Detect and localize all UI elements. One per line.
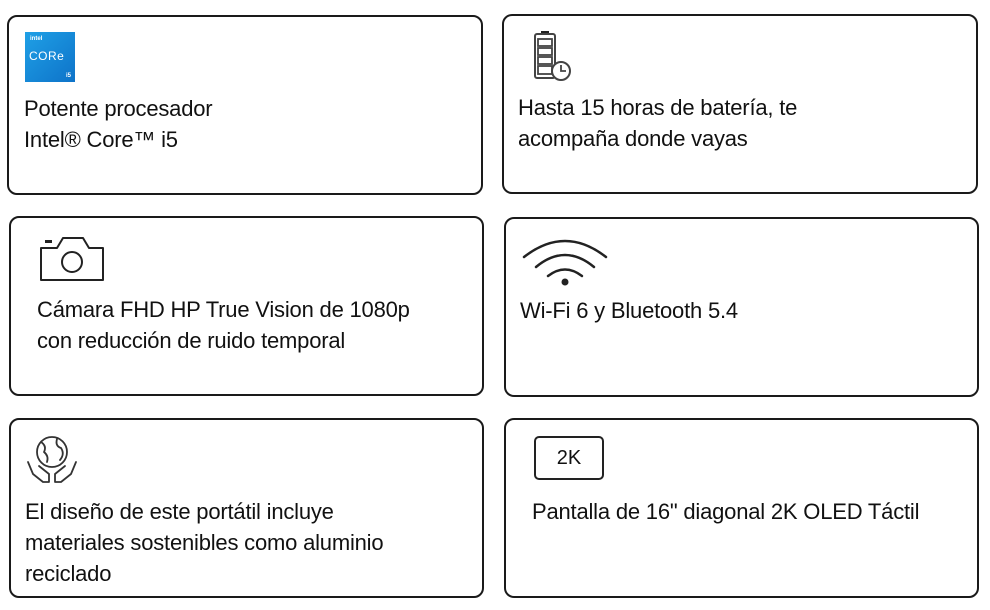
feature-card-battery: Hasta 15 horas de batería, te acompaña d… <box>502 14 978 194</box>
feature-card-camera: Cámara FHD HP True Vision de 1080p con r… <box>9 216 484 396</box>
feature-line: reciclado <box>25 561 112 586</box>
feature-line: Wi-Fi 6 y Bluetooth 5.4 <box>520 298 738 323</box>
feature-line: Pantalla de 16" diagonal 2K OLED Táctil <box>532 499 920 524</box>
feature-line: Potente procesador <box>24 96 213 121</box>
feature-text: El diseño de este portátil incluye mater… <box>25 496 384 589</box>
2k-display-icon: 2K <box>534 436 604 480</box>
feature-card-processor: intel CORe i5 Potente procesador Intel® … <box>7 15 483 195</box>
camera-icon <box>40 237 104 281</box>
feature-line: Intel® Core™ i5 <box>24 127 178 152</box>
feature-line: materiales sostenibles como aluminio <box>25 530 384 555</box>
feature-text: Cámara FHD HP True Vision de 1080p con r… <box>37 294 410 356</box>
feature-text: Wi-Fi 6 y Bluetooth 5.4 <box>520 295 738 326</box>
feature-line: Hasta 15 horas de batería, te <box>518 95 798 120</box>
2k-label: 2K <box>556 446 582 469</box>
feature-card-display: 2K Pantalla de 16" diagonal 2K OLED Táct… <box>504 418 979 598</box>
feature-line: acompaña donde vayas <box>518 126 748 151</box>
feature-card-sustainability: El diseño de este portátil incluye mater… <box>9 418 484 598</box>
battery-clock-icon <box>534 31 571 81</box>
feature-text: Pantalla de 16" diagonal 2K OLED Táctil <box>532 496 920 527</box>
feature-text: Potente procesador Intel® Core™ i5 <box>24 93 213 155</box>
feature-text: Hasta 15 horas de batería, te acompaña d… <box>518 92 797 154</box>
feature-line: El diseño de este portátil incluye <box>25 499 334 524</box>
globe-hands-icon <box>27 436 77 483</box>
feature-line: con reducción de ruido temporal <box>37 328 346 353</box>
feature-card-wireless: Wi-Fi 6 y Bluetooth 5.4 <box>504 217 979 397</box>
wifi-icon <box>522 239 608 286</box>
intel-core-i5-logo: intel CORe i5 <box>25 32 75 82</box>
feature-line: Cámara FHD HP True Vision de 1080p <box>37 297 410 322</box>
